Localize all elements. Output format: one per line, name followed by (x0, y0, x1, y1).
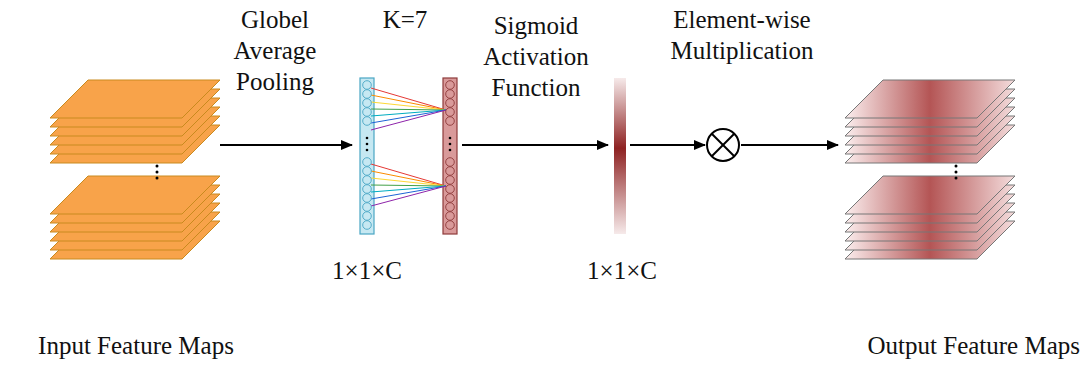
caption-label: Output Feature Maps (790, 330, 1080, 361)
channel-circles (363, 81, 455, 230)
kernel-line (371, 88, 446, 110)
ellipsis-dots (156, 165, 958, 180)
kernel-line (371, 186, 446, 199)
channel-circle (446, 221, 455, 230)
output-feature-stack (845, 80, 1015, 259)
feature-map-sheet (845, 176, 1015, 214)
channel-circle (446, 108, 455, 117)
channel-circle (363, 194, 372, 203)
channel-circle (446, 176, 455, 185)
kernel-line (371, 171, 446, 186)
operation-label: Sigmoid Activation Function (466, 10, 606, 103)
channel-circle (446, 81, 455, 90)
operation-label: Element-wise Multiplication (655, 4, 830, 66)
channel-circle (446, 117, 455, 126)
vector-dots (366, 137, 452, 152)
dimension-label: 1×1×C (312, 255, 422, 286)
caption-label: Input Feature Maps (6, 330, 266, 361)
channel-circle (363, 167, 372, 176)
kernel-line (371, 110, 446, 130)
flow-arrows (220, 144, 838, 146)
kernel-line (371, 178, 446, 186)
channel-circle (363, 90, 372, 99)
kernel-line (371, 164, 446, 186)
kernel-line (371, 109, 446, 110)
channel-circle (446, 203, 455, 212)
channel-circle (363, 176, 372, 185)
channel-circle (363, 203, 372, 212)
kernel-line (371, 186, 446, 206)
channel-circle (446, 185, 455, 194)
channel-circle (363, 212, 372, 221)
channel-circle (446, 90, 455, 99)
input-feature-stack (50, 80, 220, 259)
channel-circle (363, 158, 372, 167)
conv1d-connections (371, 88, 446, 206)
conv-output-vector (443, 78, 457, 234)
channel-circle (446, 167, 455, 176)
kernel-line (371, 102, 446, 110)
channel-circle (363, 99, 372, 108)
channel-circle (363, 117, 372, 126)
channel-circle (363, 221, 372, 230)
feature-map-sheet (50, 176, 220, 214)
attention-weights-bar (614, 78, 626, 234)
kernel-size-label: K=7 (365, 4, 445, 35)
channel-circle (446, 212, 455, 221)
kernel-line (371, 95, 446, 110)
channel-circle (363, 81, 372, 90)
feature-map-sheet (845, 80, 1015, 118)
channel-circle (446, 99, 455, 108)
kernel-line (371, 185, 446, 186)
feature-map-sheet (50, 80, 220, 118)
operation-label: Globel Average Pooling (215, 4, 335, 97)
dimension-label: 1×1×C (567, 255, 677, 286)
channel-circle (446, 194, 455, 203)
kernel-line (371, 110, 446, 123)
multiply-symbol (707, 129, 739, 161)
channel-circle (446, 158, 455, 167)
channel-circle (363, 108, 372, 117)
channel-circle (363, 185, 372, 194)
pooled-vector (360, 78, 374, 234)
